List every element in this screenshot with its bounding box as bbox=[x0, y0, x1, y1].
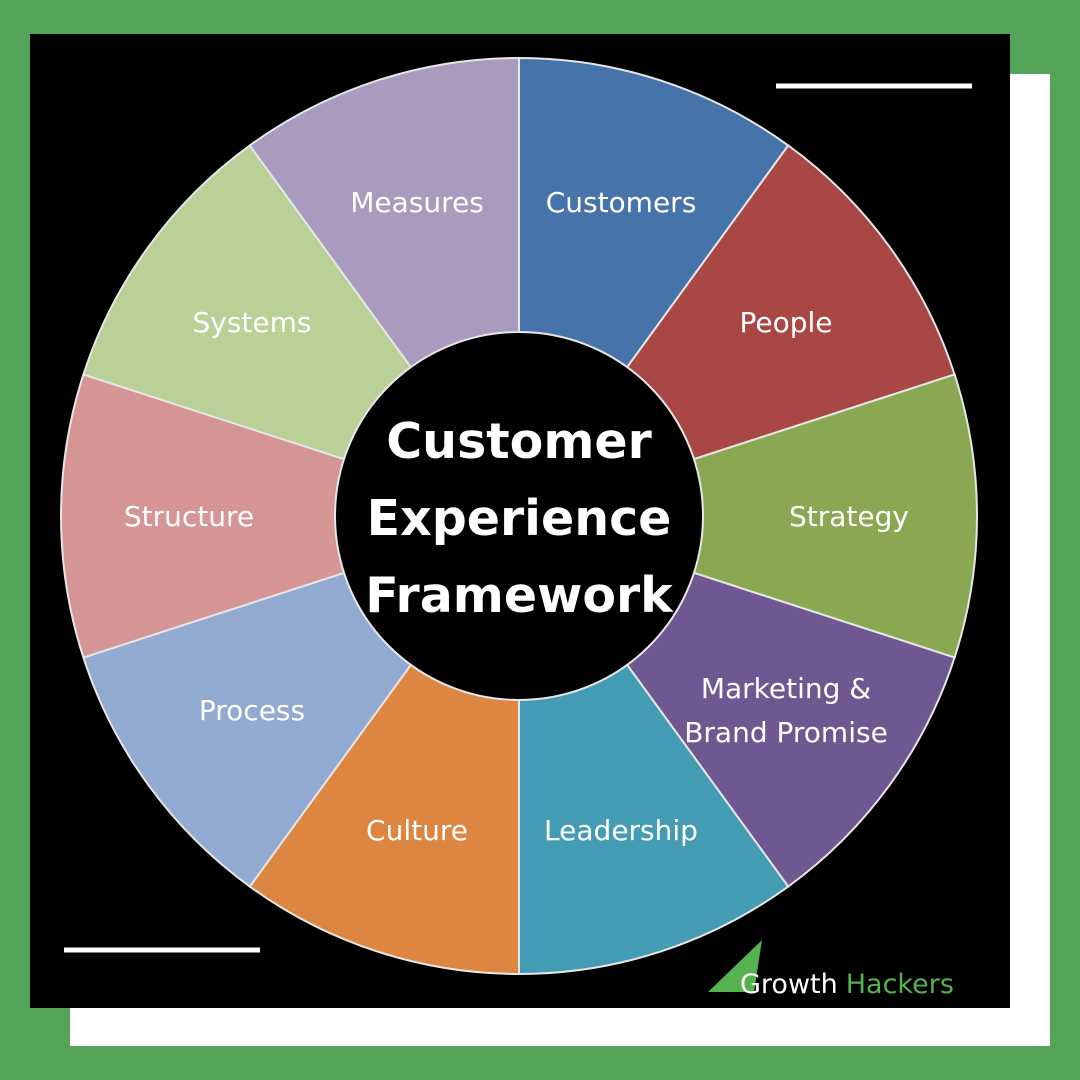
center-hub bbox=[334, 331, 704, 701]
center-title-line-1: Customer bbox=[386, 413, 652, 470]
segment-structure bbox=[60, 373, 523, 659]
segment-strategy bbox=[515, 373, 978, 659]
segment-label: Leadership bbox=[544, 814, 698, 847]
brand-name: Growth Hackers bbox=[740, 969, 954, 1000]
brand-logo: Growth Hackers bbox=[708, 940, 954, 1000]
segment-label: Marketing & bbox=[701, 672, 871, 705]
segment-label: People bbox=[739, 306, 832, 339]
segment-label: Customers bbox=[546, 186, 697, 219]
brand-name-part-2: Hackers bbox=[846, 969, 954, 1000]
segment-label: Systems bbox=[193, 306, 312, 339]
segment-label: Culture bbox=[366, 814, 468, 847]
brand-name-part-1: Growth bbox=[740, 969, 838, 1000]
growth-arrow-icon bbox=[708, 940, 762, 992]
center-title-line-3: Framework bbox=[365, 567, 674, 624]
segment-label: Structure bbox=[124, 500, 254, 533]
center-title-line-2: Experience bbox=[367, 490, 672, 547]
segment-label: Brand Promise bbox=[684, 716, 888, 749]
segment-label: Process bbox=[199, 694, 305, 727]
segment-label: Measures bbox=[350, 186, 484, 219]
segment-label: Strategy bbox=[789, 500, 909, 533]
